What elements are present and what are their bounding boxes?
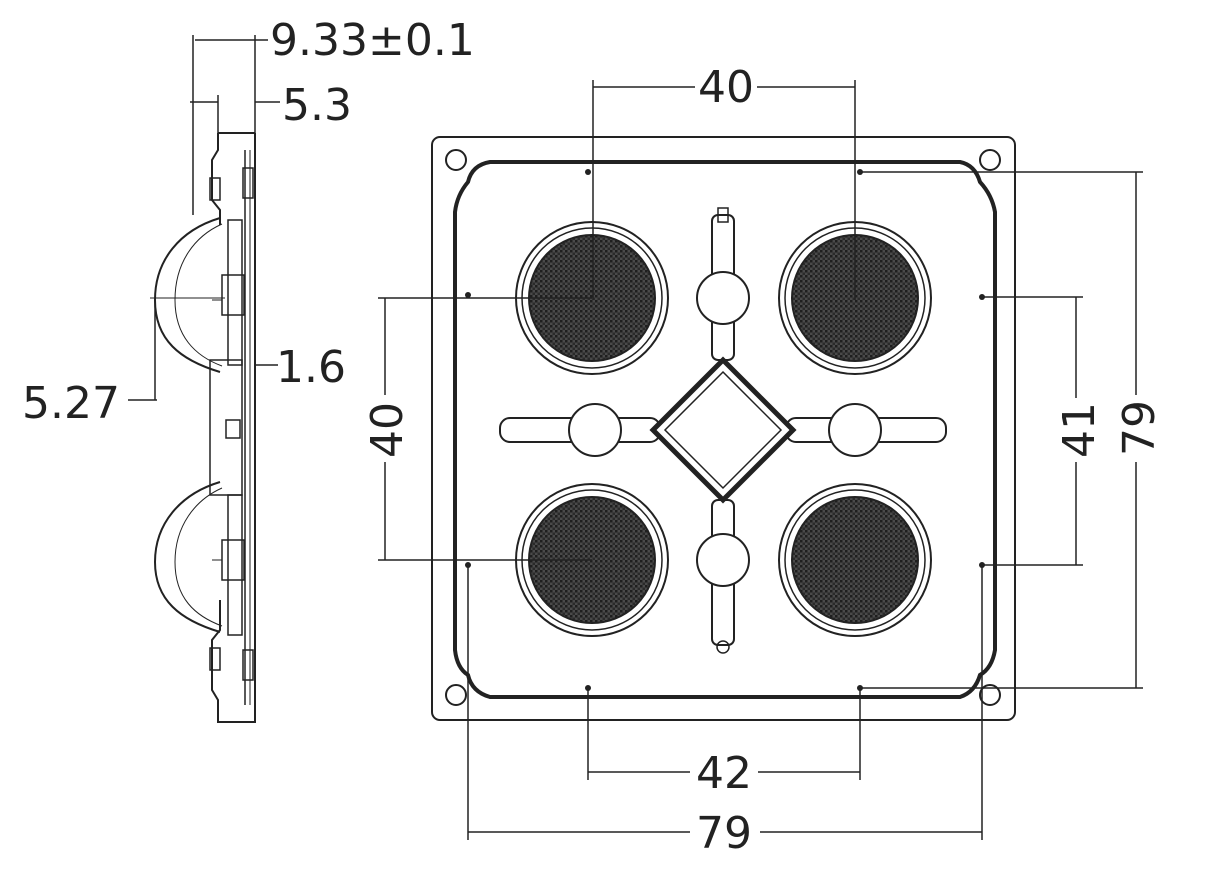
- dim-top-lens-spacing: 40: [592, 62, 856, 300]
- front-view: 40 40 41 79: [362, 62, 1165, 859]
- mounting-hole: [979, 684, 1001, 706]
- dim-right-hole-spacing: 41: [982, 296, 1105, 566]
- dim-lens-radius-label: 5.27: [22, 378, 120, 429]
- lens-bottom-right: [778, 483, 932, 637]
- mounting-hole: [445, 149, 467, 171]
- mounting-holes: [445, 149, 1001, 706]
- lens-body-outline: [453, 160, 997, 699]
- dim-lens-radius: 5.27: [22, 300, 157, 429]
- dim-left-lens-spacing: 40: [362, 297, 592, 561]
- center-cross: [499, 207, 947, 654]
- dim-overall-height-label: 9.33±0.1: [270, 15, 475, 66]
- dim-bottom-hole-spacing-label: 42: [696, 748, 752, 799]
- dim-top-lens-spacing-label: 40: [698, 62, 754, 113]
- dim-right-overall: 79: [860, 171, 1165, 689]
- dim-bottom-overall-label: 79: [696, 808, 752, 859]
- dim-right-overall-label: 79: [1114, 400, 1165, 456]
- dim-right-hole-spacing-label: 41: [1054, 402, 1105, 458]
- dim-base-thickness-label: 1.6: [276, 342, 346, 393]
- outer-board: [431, 136, 1016, 721]
- dim-overall-height: 9.33±0.1: [192, 15, 475, 215]
- side-profile: [150, 132, 256, 723]
- mounting-hole: [979, 149, 1001, 171]
- dim-left-lens-spacing-label: 40: [362, 402, 413, 458]
- dim-lens-height-label: 5.3: [282, 80, 352, 131]
- dim-lens-height: 5.3: [190, 80, 352, 133]
- side-view: 9.33±0.1 5.3 1.6 5.27: [22, 15, 475, 723]
- dim-base-thickness: 1.6: [255, 342, 346, 393]
- dim-bottom-hole-spacing: 42: [587, 688, 861, 799]
- dim-bottom-overall: 79: [467, 565, 983, 859]
- mounting-hole: [445, 684, 467, 706]
